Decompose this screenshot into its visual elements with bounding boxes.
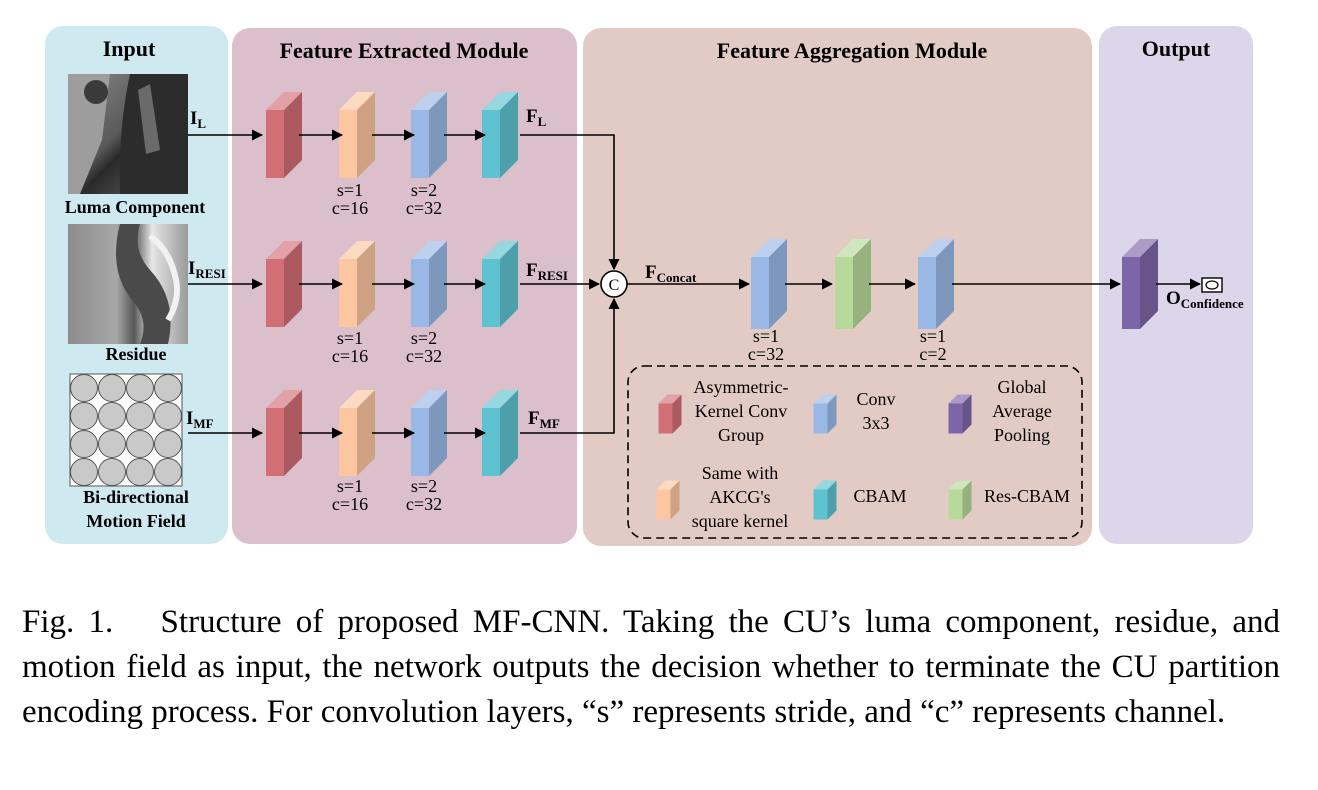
legend-conv-line2: 3x3 bbox=[863, 413, 890, 433]
legend-cbam-icon bbox=[813, 480, 837, 520]
residue-caption: Residue bbox=[105, 344, 166, 364]
luma-image bbox=[68, 74, 188, 194]
legend-same-line3: square kernel bbox=[692, 511, 788, 531]
row3-l2-channel: c=16 bbox=[332, 494, 368, 514]
signal-fresi: FRESI bbox=[526, 260, 568, 283]
row2-cbam-block bbox=[482, 241, 518, 327]
row2-square-conv-block bbox=[339, 241, 375, 327]
row2-akcg-block bbox=[266, 241, 302, 327]
row1-conv-block bbox=[411, 92, 447, 178]
motion-field-cell bbox=[70, 402, 98, 430]
legend-same-line1: Same with bbox=[702, 463, 779, 483]
row1-l3-stride: s=2 bbox=[411, 180, 437, 200]
output-panel-title: Output bbox=[1142, 36, 1211, 61]
legend-cbam: CBAM bbox=[853, 486, 906, 506]
legend-akcg-line1: Asymmetric- bbox=[694, 377, 789, 397]
agg-rescbam-block bbox=[835, 239, 871, 329]
legend-akcg-line3: Group bbox=[718, 425, 764, 445]
signal-output: OConfidence bbox=[1166, 288, 1244, 311]
row2-l2-stride: s=1 bbox=[337, 328, 363, 348]
row3-l3-channel: c=32 bbox=[406, 494, 442, 514]
legend-gap-icon bbox=[948, 394, 972, 434]
row2-l3-stride: s=2 bbox=[411, 328, 437, 348]
fl-to-concat-arrow bbox=[520, 134, 620, 271]
signal-imf: IMF bbox=[186, 408, 214, 431]
motion-field-caption-line1: Bi-directional bbox=[83, 487, 189, 507]
row1-akcg-block bbox=[266, 92, 302, 178]
layer-blocks bbox=[266, 92, 1158, 476]
fem-panel-title: Feature Extracted Module bbox=[280, 38, 529, 63]
legend-rescbam-icon bbox=[948, 480, 972, 520]
output-confidence-icon bbox=[1201, 277, 1223, 293]
row3-akcg-block bbox=[266, 390, 302, 476]
mf-cnn-diagram: Input Feature Extracted Module Feature A… bbox=[45, 26, 1253, 546]
signal-fl: FL bbox=[526, 106, 547, 129]
legend-gap-line1: Global bbox=[998, 377, 1047, 397]
legend-akcg-icon bbox=[658, 394, 682, 434]
legend-box bbox=[627, 365, 1083, 539]
agg-conv1-block bbox=[751, 239, 787, 329]
output-panel bbox=[1099, 26, 1253, 544]
motion-field-cell bbox=[126, 458, 154, 486]
motion-field-cell bbox=[126, 402, 154, 430]
legend-gap-line3: Pooling bbox=[994, 425, 1050, 445]
signal-fconcat: FConcat bbox=[645, 262, 697, 285]
motion-field-cell bbox=[70, 374, 98, 402]
legend-conv-line1: Conv bbox=[856, 389, 895, 409]
concat-node bbox=[600, 270, 628, 298]
residue-image bbox=[68, 224, 188, 344]
legend-gap-line2: Average bbox=[992, 401, 1052, 421]
motion-field-cell bbox=[154, 374, 182, 402]
row3-cbam-block bbox=[482, 390, 518, 476]
row3-conv-block bbox=[411, 390, 447, 476]
motion-field-cell bbox=[98, 458, 126, 486]
agg-conv2-channel: c=2 bbox=[919, 344, 946, 364]
legend-same-line2: AKCG's bbox=[709, 487, 770, 507]
agg-conv1-channel: c=32 bbox=[748, 344, 784, 364]
input-panel-title: Input bbox=[103, 36, 156, 61]
motion-field-cell bbox=[126, 430, 154, 458]
figure-caption: Fig. 1. Structure of proposed MF-CNN. Ta… bbox=[22, 604, 1280, 730]
flow-arrows bbox=[188, 129, 1202, 439]
row3-l3-stride: s=2 bbox=[411, 476, 437, 496]
row1-l2-stride: s=1 bbox=[337, 180, 363, 200]
motion-field-cell bbox=[154, 402, 182, 430]
row3-l2-stride: s=1 bbox=[337, 476, 363, 496]
motion-field-cell bbox=[98, 402, 126, 430]
row2-l2-channel: c=16 bbox=[332, 346, 368, 366]
legend-conv-icon bbox=[813, 394, 837, 434]
row1-square-conv-block bbox=[339, 92, 375, 178]
legend-rescbam: Res-CBAM bbox=[984, 486, 1070, 506]
motion-field-image bbox=[69, 373, 183, 487]
signal-iresi: IRESI bbox=[188, 258, 226, 281]
row1-l2-channel: c=16 bbox=[332, 198, 368, 218]
legend-akcg-line2: Kernel Conv bbox=[695, 401, 787, 421]
agg-conv1-stride: s=1 bbox=[753, 326, 779, 346]
row1-l3-channel: c=32 bbox=[406, 198, 442, 218]
luma-caption: Luma Component bbox=[65, 197, 206, 217]
motion-field-cell bbox=[98, 430, 126, 458]
fmf-to-concat-arrow bbox=[520, 297, 620, 434]
motion-field-cell bbox=[70, 430, 98, 458]
motion-field-caption-line2: Motion Field bbox=[86, 511, 186, 531]
motion-field-cell bbox=[154, 458, 182, 486]
agg-conv2-stride: s=1 bbox=[920, 326, 946, 346]
row1-cbam-block bbox=[482, 92, 518, 178]
motion-field-cell bbox=[70, 458, 98, 486]
legend-square-icon bbox=[656, 480, 680, 520]
motion-field-cell bbox=[126, 374, 154, 402]
gap-block bbox=[1122, 239, 1158, 329]
row2-l3-channel: c=32 bbox=[406, 346, 442, 366]
concat-symbol: C bbox=[609, 277, 620, 294]
motion-field-cell bbox=[98, 374, 126, 402]
agg-conv2-block bbox=[918, 239, 954, 329]
row2-conv-block bbox=[411, 241, 447, 327]
legend-icons bbox=[656, 394, 972, 520]
motion-field-cell bbox=[154, 430, 182, 458]
signal-il: IL bbox=[190, 108, 206, 131]
row3-square-conv-block bbox=[339, 390, 375, 476]
signal-fmf: FMF bbox=[528, 408, 560, 431]
fam-panel-title: Feature Aggregation Module bbox=[717, 38, 988, 63]
